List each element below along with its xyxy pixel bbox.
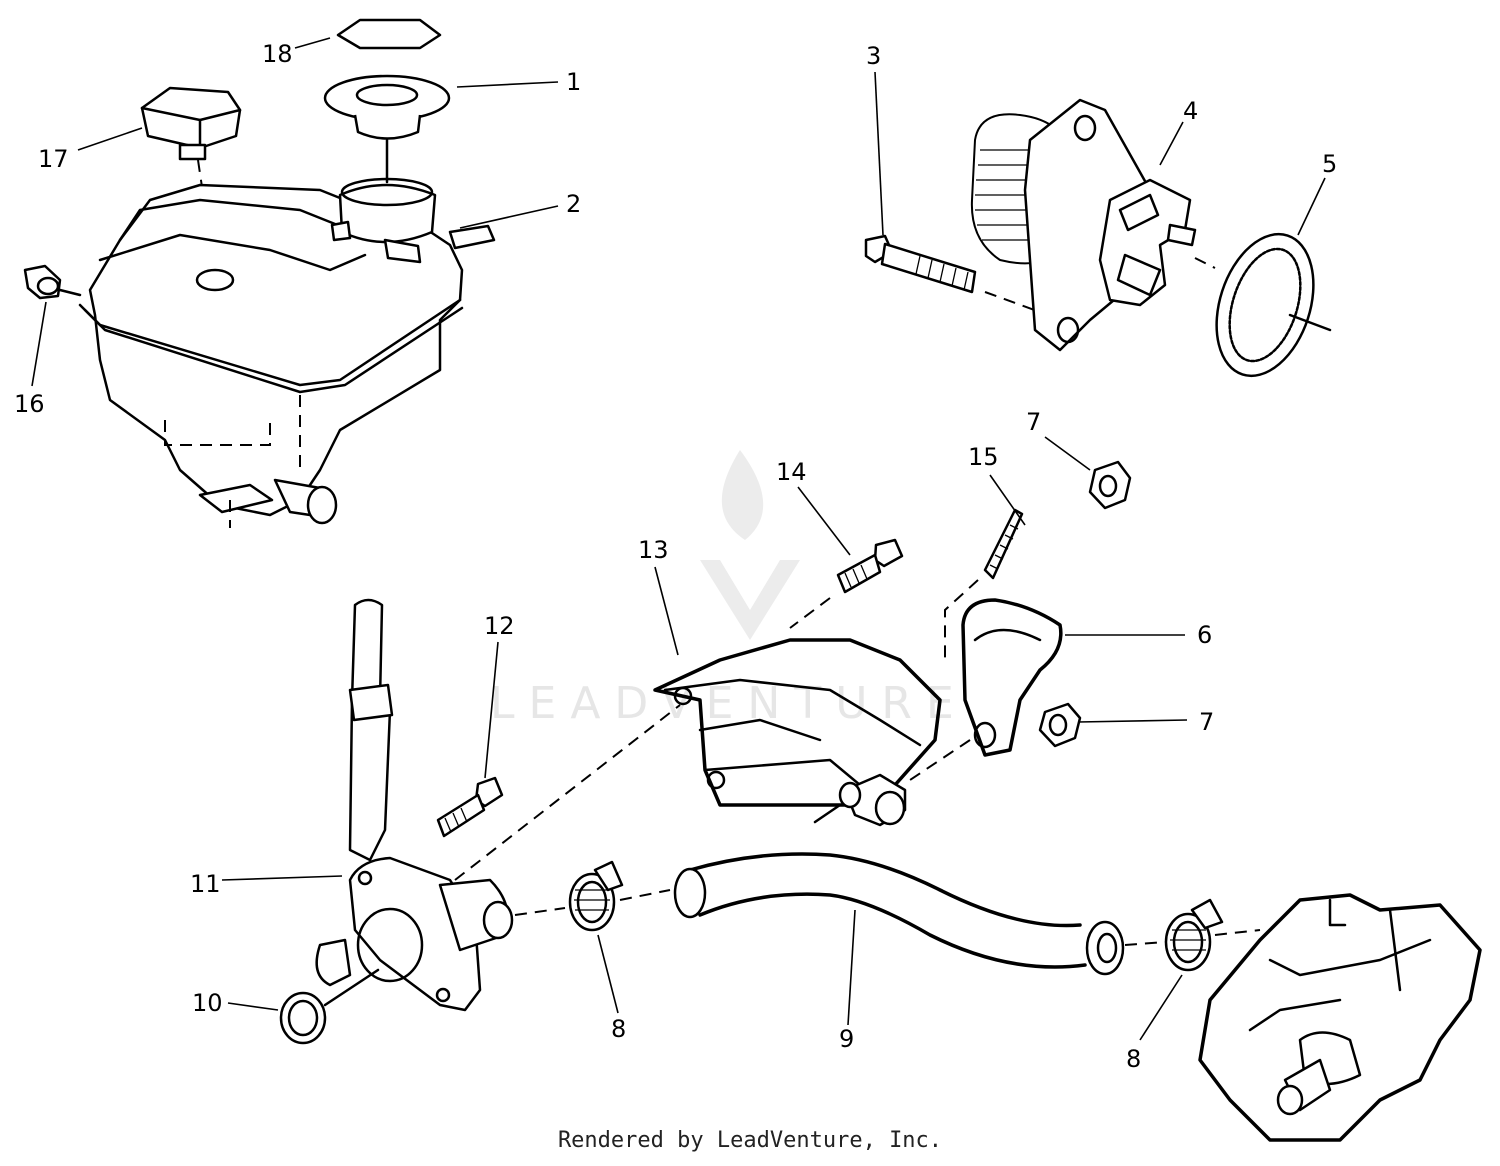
callout-1: 1 bbox=[566, 68, 581, 96]
dash-line-3 bbox=[1124, 941, 1166, 946]
part-11-housing bbox=[315, 598, 681, 1012]
callout-13: 13 bbox=[638, 536, 669, 564]
callout-18: 18 bbox=[262, 40, 293, 68]
dash-line-4 bbox=[1214, 929, 1261, 936]
watermark-text: LEADVENTURE bbox=[490, 678, 968, 729]
leadventure-watermark: LEADVENTURE bbox=[490, 450, 968, 729]
part-7-nut-upper bbox=[1088, 460, 1132, 510]
shroud-bolt bbox=[813, 773, 907, 827]
callout-7-upper: 7 bbox=[1026, 408, 1041, 436]
callout-2: 2 bbox=[566, 190, 581, 218]
callout-16: 16 bbox=[14, 390, 45, 418]
callout-labels: 18 1 2 17 16 3 4 5 7 15 14 13 6 7 12 11 … bbox=[14, 40, 1337, 1073]
part-2-reservoir bbox=[78, 177, 496, 528]
callout-9: 9 bbox=[839, 1025, 854, 1053]
callout-15: 15 bbox=[968, 443, 999, 471]
part-17-cap bbox=[140, 86, 242, 276]
callout-6: 6 bbox=[1197, 621, 1212, 649]
part-10-o-ring bbox=[279, 968, 380, 1045]
callout-8-right: 8 bbox=[1126, 1045, 1141, 1073]
callout-5: 5 bbox=[1322, 150, 1337, 178]
callout-7-lower: 7 bbox=[1199, 708, 1214, 736]
engine-casting bbox=[1198, 893, 1482, 1142]
part-18-o-ring bbox=[336, 18, 442, 50]
part-14-bolt bbox=[789, 538, 904, 629]
part-8-clamp-right bbox=[1164, 898, 1224, 972]
part-5-gasket bbox=[1215, 232, 1332, 378]
rendered-by-credit: Rendered by LeadVenture, Inc. bbox=[557, 1128, 943, 1153]
callout-14: 14 bbox=[776, 458, 807, 486]
callout-10: 10 bbox=[192, 989, 223, 1017]
callout-8-left: 8 bbox=[611, 1015, 626, 1043]
dash-line-1 bbox=[514, 907, 566, 916]
part-1-cap bbox=[323, 74, 451, 184]
part-4-water-pump bbox=[970, 98, 1216, 352]
callout-12: 12 bbox=[484, 612, 515, 640]
part-8-clamp-left bbox=[568, 860, 624, 932]
dash-line-2 bbox=[619, 889, 671, 901]
callout-4: 4 bbox=[1183, 97, 1198, 125]
leader-lines bbox=[31, 37, 1326, 1041]
part-13-shroud bbox=[653, 638, 942, 807]
part-16-plug bbox=[23, 264, 82, 300]
callout-11: 11 bbox=[190, 870, 221, 898]
part-3-bolt bbox=[864, 234, 1041, 313]
part-15-stud bbox=[944, 508, 1024, 660]
part-12-bolt bbox=[436, 776, 504, 838]
part-9-hose bbox=[673, 852, 1125, 976]
callout-17: 17 bbox=[38, 145, 69, 173]
callout-3: 3 bbox=[866, 42, 881, 70]
part-7-nut-lower bbox=[1038, 702, 1082, 748]
part-6-bracket bbox=[909, 598, 1063, 781]
